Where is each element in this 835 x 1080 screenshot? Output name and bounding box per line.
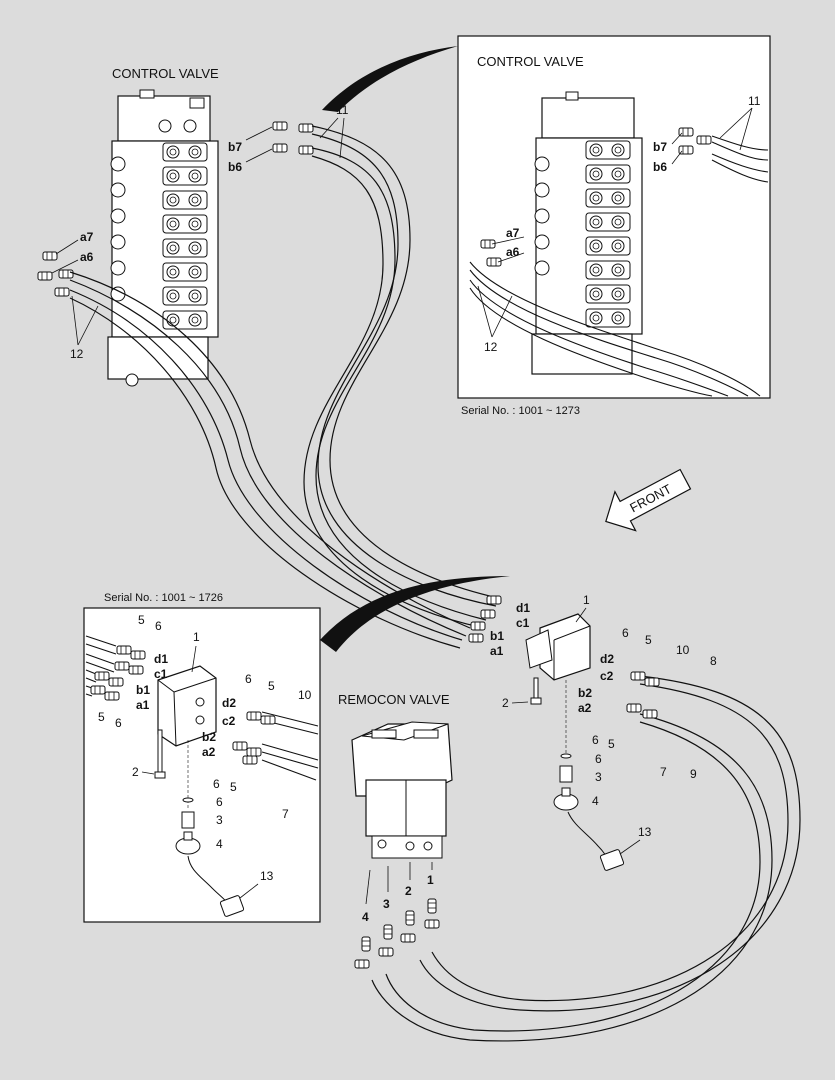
part-6-left-mid: 6: [115, 716, 122, 730]
part-5-left-mid: 5: [98, 710, 105, 724]
part-8-main: 8: [710, 654, 717, 668]
part-10-left: 10: [298, 688, 312, 702]
port-b7-inset: b7: [653, 140, 667, 154]
port-b6-inset: b6: [653, 160, 667, 174]
remocon-port-4: 4: [362, 910, 369, 924]
serial-inset-left: Serial No. : 1001 ~ 1726: [104, 592, 223, 604]
port-a7-inset: a7: [506, 226, 520, 240]
control-valve-main-title: CONTROL VALVE: [112, 66, 219, 81]
remocon-valve: REMOCON VALVE 4 3 2 1: [338, 692, 453, 969]
part-3-left: 3: [216, 813, 223, 827]
part-5-left-top: 5: [138, 613, 145, 627]
part-6-main-b: 6: [592, 733, 599, 747]
part-6-main-oring: 6: [595, 752, 602, 766]
control-valve-inset-title: CONTROL VALVE: [477, 54, 584, 69]
port-b1-left: b1: [136, 683, 150, 697]
part-6-left-top: 6: [155, 619, 162, 633]
part-4-left: 4: [216, 837, 223, 851]
part-6-left-right: 6: [245, 672, 252, 686]
port-a1-main: a1: [490, 644, 504, 658]
inset-remocon-detail: Serial No. : 1001 ~ 1726 1: [83, 592, 321, 923]
part-5-main-a: 5: [645, 633, 652, 647]
inset-control-valve: CONTROL VALVE: [457, 35, 771, 417]
part-1-main: 1: [583, 593, 590, 607]
part-5-left-low: 5: [230, 780, 237, 794]
port-a6-main: a6: [80, 250, 94, 264]
part-3-main: 3: [595, 770, 602, 784]
port-d2-left: d2: [222, 696, 236, 710]
port-d2-main: d2: [600, 652, 614, 666]
remocon-port-3: 3: [383, 897, 390, 911]
part-4-main: 4: [592, 794, 599, 808]
control-valve-main: CONTROL VALVE b7 b6: [37, 66, 349, 387]
hose-routing: [69, 125, 801, 1042]
port-a1-left: a1: [136, 698, 150, 712]
port-c2-left: c2: [222, 714, 236, 728]
port-b7-main: b7: [228, 140, 242, 154]
part-12-inset: 12: [484, 340, 498, 354]
front-arrow: FRONT: [605, 468, 692, 532]
part-10-main: 10: [676, 643, 690, 657]
part-6-left-oring: 6: [216, 795, 223, 809]
port-a7-main: a7: [80, 230, 94, 244]
remocon-valve-title: REMOCON VALVE: [338, 692, 450, 707]
swoosh-bottom: [320, 576, 510, 652]
part-5-main-b: 5: [608, 737, 615, 751]
part-13-left: 13: [260, 869, 274, 883]
part-7-main: 7: [660, 765, 667, 779]
part-2-left: 2: [132, 765, 139, 779]
part-13-main: 13: [638, 825, 652, 839]
port-c1-left: c1: [154, 667, 168, 681]
part-6-left-low: 6: [213, 777, 220, 791]
port-c2-main: c2: [600, 669, 614, 683]
part-9-main: 9: [690, 767, 697, 781]
part-7-left: 7: [282, 807, 289, 821]
port-c1-main: c1: [516, 616, 530, 630]
part-5-left-right: 5: [268, 679, 275, 693]
port-a6-inset: a6: [506, 245, 520, 259]
part-12-main: 12: [70, 347, 84, 361]
remocon-port-1: 1: [427, 873, 434, 887]
port-b2-left: b2: [202, 730, 216, 744]
part-2-main: 2: [502, 696, 509, 710]
part-6-main-a: 6: [622, 626, 629, 640]
port-b2-main: b2: [578, 686, 592, 700]
part-11-inset: 11: [748, 94, 761, 108]
port-d1-left: d1: [154, 652, 168, 666]
port-b6-main: b6: [228, 160, 242, 174]
port-a2-left: a2: [202, 745, 216, 759]
remocon-port-2: 2: [405, 884, 412, 898]
port-d1-main: d1: [516, 601, 530, 615]
port-a2-main: a2: [578, 701, 592, 715]
swoosh-top: [322, 46, 458, 112]
part-1-left: 1: [193, 630, 200, 644]
serial-inset-top: Serial No. : 1001 ~ 1273: [461, 405, 580, 417]
port-b1-main: b1: [490, 629, 504, 643]
pilot-block-main: 1 d1 c1 b1 a1 6 5 d2 c2 10 8 b2 a2 6 5 7…: [468, 593, 717, 871]
